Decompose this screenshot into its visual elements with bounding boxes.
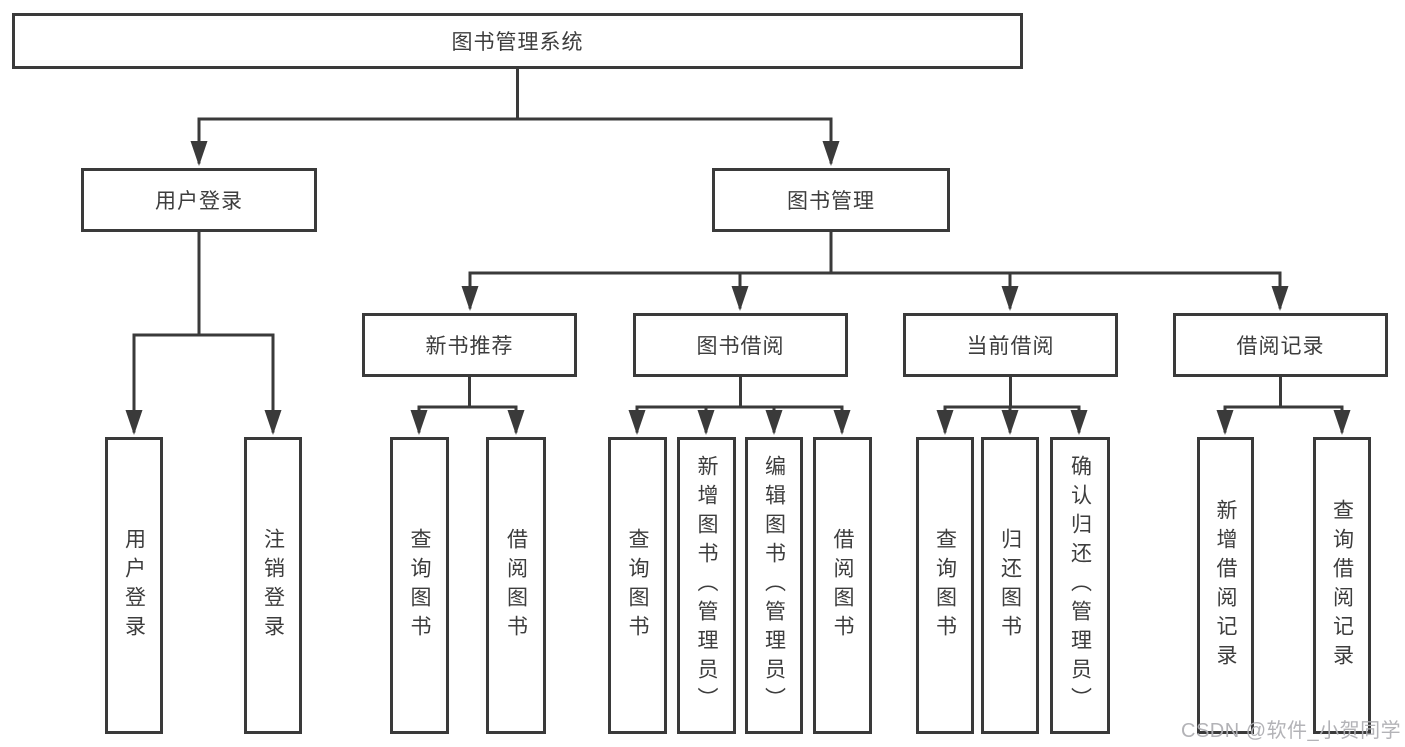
leaf-borrow-books-recommend-label: 借阅图书 — [504, 527, 528, 644]
leaf-edit-book-admin: 编辑图书（管理员） — [745, 437, 803, 734]
leaf-edit-book-admin-label: 编辑图书（管理员） — [762, 455, 786, 716]
watermark: CSDN @软件_小贺同学 — [1181, 720, 1402, 742]
leaf-add-borrow-record: 新增借阅记录 — [1197, 437, 1254, 734]
node-new-book-recommend: 新书推荐 — [362, 313, 577, 377]
leaf-query-books-recommend-label: 查询图书 — [408, 527, 431, 644]
leaf-query-books-borrowing-label: 查询图书 — [626, 527, 649, 644]
leaf-query-books-borrowing: 查询图书 — [608, 437, 667, 734]
leaf-user-login-label: 用户登录 — [122, 527, 146, 644]
leaf-return-books: 归还图书 — [981, 437, 1039, 734]
node-root: 图书管理系统 — [12, 13, 1023, 69]
leaf-logout-label: 注销登录 — [261, 527, 285, 644]
leaf-user-login: 用户登录 — [105, 437, 163, 734]
leaf-add-borrow-record-label: 新增借阅记录 — [1214, 498, 1237, 673]
leaf-confirm-return-admin-label: 确认归还（管理员） — [1068, 455, 1092, 716]
node-borrowing-records: 借阅记录 — [1173, 313, 1388, 377]
leaf-borrow-books-borrowing-label: 借阅图书 — [831, 527, 854, 644]
leaf-return-books-label: 归还图书 — [998, 527, 1022, 644]
leaf-confirm-return-admin: 确认归还（管理员） — [1050, 437, 1110, 734]
leaf-logout: 注销登录 — [244, 437, 302, 734]
leaf-add-book-admin-label: 新增图书（管理员） — [695, 455, 718, 716]
node-user-login: 用户登录 — [81, 168, 317, 232]
leaf-query-books-recommend: 查询图书 — [390, 437, 449, 734]
leaf-query-borrow-record: 查询借阅记录 — [1313, 437, 1371, 734]
leaf-query-books-current-label: 查询图书 — [933, 527, 957, 644]
node-book-borrowing: 图书借阅 — [633, 313, 848, 377]
leaf-borrow-books-borrowing: 借阅图书 — [813, 437, 872, 734]
leaf-borrow-books-recommend: 借阅图书 — [486, 437, 546, 734]
node-current-borrowing: 当前借阅 — [903, 313, 1118, 377]
node-book-management: 图书管理 — [712, 168, 950, 232]
leaf-query-borrow-record-label: 查询借阅记录 — [1330, 498, 1354, 673]
leaf-add-book-admin: 新增图书（管理员） — [677, 437, 736, 734]
leaf-query-books-current: 查询图书 — [916, 437, 974, 734]
